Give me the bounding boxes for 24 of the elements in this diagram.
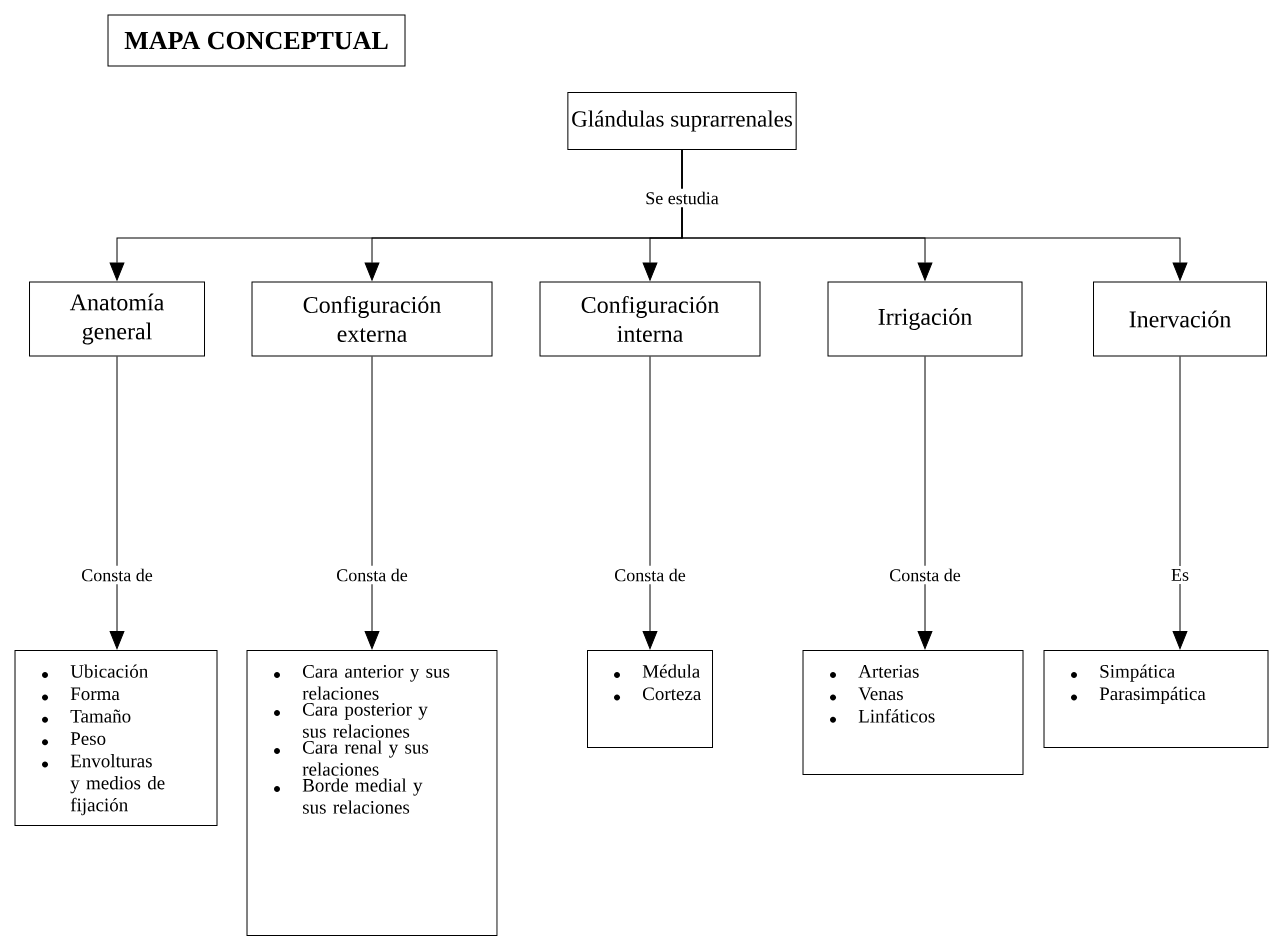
arrow xyxy=(681,149,1188,281)
edge-label: Se estudia xyxy=(642,188,722,208)
edge-label: Consta de xyxy=(611,565,689,585)
arrow xyxy=(364,356,380,650)
edge-label: Es xyxy=(1168,566,1192,584)
list-box: Ubicación Forma Tamaño Peso Envolturas y medios de fijación xyxy=(14,650,218,826)
concept-box: Glándulas suprarrenales xyxy=(567,92,797,150)
list-box: Simpática Parasimpática xyxy=(1043,650,1269,748)
concept-box: Configuración interna xyxy=(539,281,761,357)
arrow xyxy=(917,356,933,650)
edge-label: Consta de xyxy=(78,565,156,585)
edge-label: Consta de xyxy=(886,565,964,585)
concept-box: Irrigación xyxy=(827,281,1023,357)
arrow xyxy=(109,356,125,650)
list-box: Arterias Venas Linfáticos xyxy=(802,650,1024,775)
arrow xyxy=(642,356,658,650)
edge-label: Consta de xyxy=(333,565,411,585)
title-box: MAPA CONCEPTUAL xyxy=(107,14,406,67)
list-box: Cara anterior y sus relaciones Cara posterior y sus relaciones Cara renal y sus relaciones Borde medial y sus relaciones xyxy=(246,650,498,936)
concept-box: Configuración externa xyxy=(251,281,493,357)
list-box: Médula Corteza xyxy=(587,650,713,748)
concept-box: Inervación xyxy=(1093,281,1267,357)
arrow xyxy=(1172,356,1188,650)
concept-box: Anatomía general xyxy=(29,281,205,357)
